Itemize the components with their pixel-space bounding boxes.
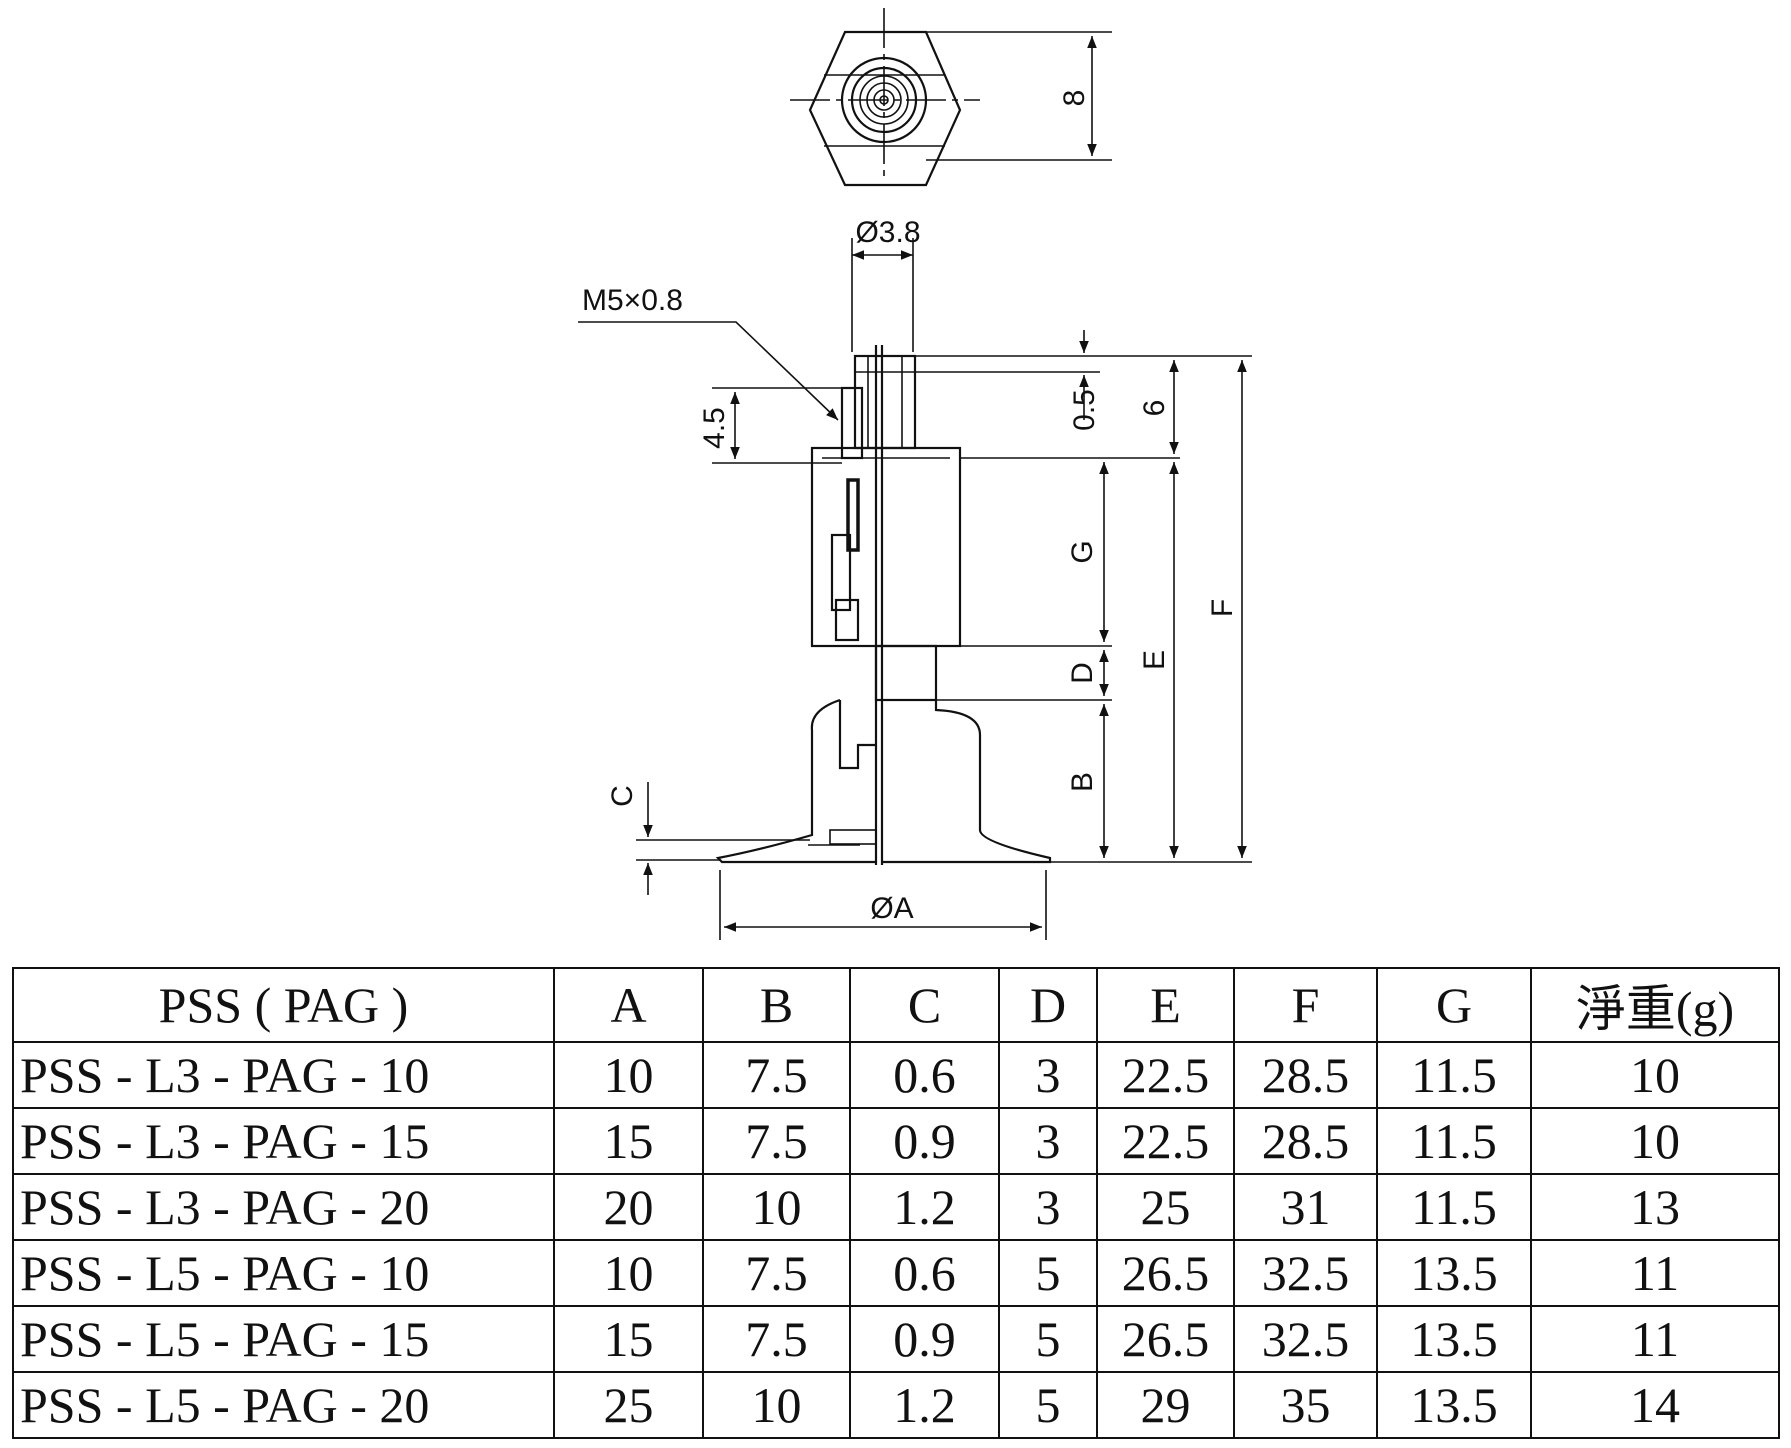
table-cell: 25 (553, 1371, 704, 1439)
table-cell: 22.5 (1096, 1041, 1235, 1109)
table-row: PSS - L3 - PAG - 15 15 7.5 0.9 3 22.5 28… (12, 1107, 1780, 1175)
dim-d-label: D (1066, 662, 1099, 684)
table-cell: 5 (998, 1305, 1098, 1373)
table-cell: 3 (998, 1107, 1098, 1175)
dim-f-label: F (1206, 599, 1239, 617)
table-cell: 29 (1096, 1371, 1235, 1439)
dim-c-label: C (606, 785, 639, 807)
table-cell: 11 (1530, 1305, 1780, 1373)
dim-thread-len-label: 4.5 (698, 407, 731, 449)
table-cell: PSS - L3 - PAG - 10 (12, 1041, 555, 1109)
dim-e-label: E (1138, 650, 1171, 670)
table-cell: 10 (1530, 1041, 1780, 1109)
table-cell: 32.5 (1233, 1305, 1378, 1373)
thread-stud (853, 354, 917, 450)
table-cell: 28.5 (1233, 1041, 1378, 1109)
table-cell: 15 (553, 1107, 704, 1175)
dim-a-label: ØA (870, 892, 913, 925)
table-cell: 5 (998, 1371, 1098, 1439)
suction-cup (882, 700, 1052, 864)
table-cell: 10 (1530, 1107, 1780, 1175)
table-cell: PSS - L5 - PAG - 20 (12, 1371, 555, 1439)
table-cell: 11 (1530, 1239, 1780, 1307)
table-cell: 7.5 (702, 1239, 851, 1307)
hex-body (810, 446, 962, 648)
top-view: 8 (790, 8, 1112, 187)
header-cell: B (702, 967, 851, 1043)
spec-table: PSS ( PAG ) A B C D E F G 淨重(g) PSS - L3… (12, 967, 1780, 1439)
dim-hex-label: 8 (1058, 90, 1091, 107)
table-row: PSS - L3 - PAG - 20 20 10 1.2 3 25 31 11… (12, 1173, 1780, 1241)
table-row: PSS - L3 - PAG - 10 10 7.5 0.6 3 22.5 28… (12, 1041, 1780, 1109)
table-cell: 20 (553, 1173, 704, 1241)
table-cell: 7.5 (702, 1041, 851, 1109)
table-cell: 1.2 (849, 1371, 1000, 1439)
header-cell: A (553, 967, 704, 1043)
table-cell: 0.9 (849, 1305, 1000, 1373)
table-cell: 26.5 (1096, 1305, 1235, 1373)
table-cell: 22.5 (1096, 1107, 1235, 1175)
table-cell: 5 (998, 1239, 1098, 1307)
table-cell: PSS - L5 - PAG - 10 (12, 1239, 555, 1307)
table-cell: 10 (553, 1041, 704, 1109)
table-cell: 11.5 (1376, 1041, 1532, 1109)
table-cell: 32.5 (1233, 1239, 1378, 1307)
technical-drawing: 8 Ø3.8 M5×0.8 4.5 (578, 8, 1252, 940)
table-cell: 13.5 (1376, 1371, 1532, 1439)
dim-top-label: 6 (1138, 400, 1171, 417)
table-cell: 1.2 (849, 1173, 1000, 1241)
dim-port-diameter-label: Ø3.8 (855, 216, 920, 249)
side-view: Ø3.8 M5×0.8 4.5 C (578, 216, 1252, 940)
neck (874, 644, 938, 702)
table-cell: 25 (1096, 1173, 1235, 1241)
table-cell: 11.5 (1376, 1107, 1532, 1175)
header-cell: E (1096, 967, 1235, 1043)
header-cell: C (849, 967, 1000, 1043)
table-cell: 13 (1530, 1173, 1780, 1241)
table-cell: 3 (998, 1041, 1098, 1109)
table-row: PSS - L5 - PAG - 20 25 10 1.2 5 29 35 13… (12, 1371, 1780, 1439)
thread-label: M5×0.8 (582, 284, 683, 317)
table-row: PSS - L5 - PAG - 10 10 7.5 0.6 5 26.5 32… (12, 1239, 1780, 1307)
table-cell: 7.5 (702, 1107, 851, 1175)
dim-gap-label: 0.5 (1068, 389, 1101, 431)
header-cell: D (998, 967, 1098, 1043)
table-cell: 0.6 (849, 1239, 1000, 1307)
table-cell: 26.5 (1096, 1239, 1235, 1307)
table-cell: 13.5 (1376, 1239, 1532, 1307)
table-cell: 28.5 (1233, 1107, 1378, 1175)
header-cell: PSS ( PAG ) (12, 967, 555, 1043)
table-cell: 31 (1233, 1173, 1378, 1241)
dim-g-label: G (1066, 540, 1099, 563)
table-cell: 15 (553, 1305, 704, 1373)
hex-outline (808, 30, 962, 187)
header-cell: G (1376, 967, 1532, 1043)
header-cell: 淨重(g) (1530, 967, 1780, 1043)
table-cell: PSS - L3 - PAG - 20 (12, 1173, 555, 1241)
header-cell: F (1233, 967, 1378, 1043)
table-cell: 0.6 (849, 1041, 1000, 1109)
table-cell: 14 (1530, 1371, 1780, 1439)
table-cell: PSS - L5 - PAG - 15 (12, 1305, 555, 1373)
table-cell: 10 (553, 1239, 704, 1307)
dim-b-label: B (1066, 772, 1099, 792)
table-cell: 11.5 (1376, 1173, 1532, 1241)
table-cell: 3 (998, 1173, 1098, 1241)
table-header-row: PSS ( PAG ) A B C D E F G 淨重(g) (12, 967, 1780, 1043)
table-cell: 35 (1233, 1371, 1378, 1439)
table-cell: 7.5 (702, 1305, 851, 1373)
table-row: PSS - L5 - PAG - 15 15 7.5 0.9 5 26.5 32… (12, 1305, 1780, 1373)
table-cell: 0.9 (849, 1107, 1000, 1175)
table-cell: 10 (702, 1371, 851, 1439)
table-cell: 10 (702, 1173, 851, 1241)
table-cell: PSS - L3 - PAG - 15 (12, 1107, 555, 1175)
table-cell: 13.5 (1376, 1305, 1532, 1373)
